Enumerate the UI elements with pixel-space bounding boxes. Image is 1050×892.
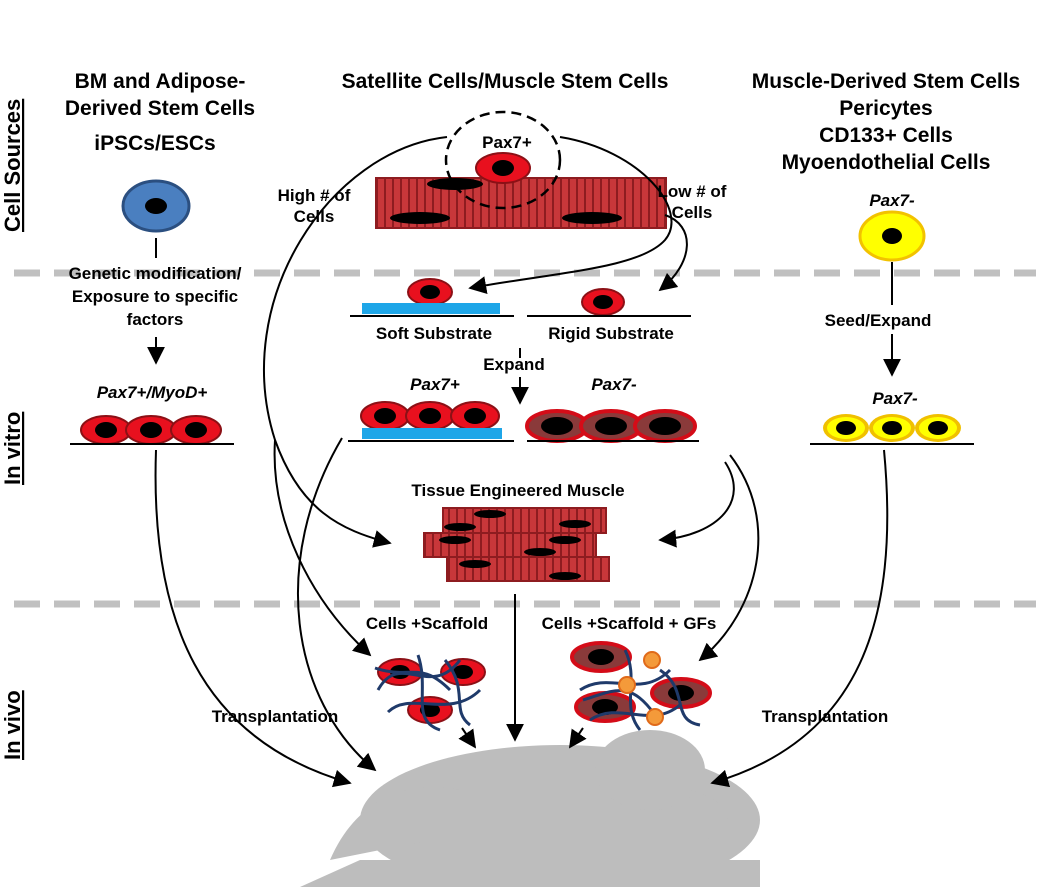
arrow-low-to-rigid [658,214,688,292]
label-genetic-line1: Genetic modification/ [69,264,242,283]
label-high-cells-line2: Cells [294,207,335,226]
label-pax7-negative-mid: Pax7- [591,375,637,394]
label-transplantation-right: Transplantation [762,707,889,726]
rigid-expanded-cells [525,409,699,443]
arrow-soft-to-mouse [297,437,377,772]
label-expand: Expand [483,355,544,374]
arrow-low-to-soft [468,136,673,295]
section-label-in-vitro: In vitro [0,412,25,485]
label-soft-substrate: Soft Substrate [376,324,492,343]
section-in-vitro: In vitro [0,412,25,485]
label-cells-scaffold: Cells +Scaffold [366,614,488,633]
mouse-silhouette [300,730,760,892]
cells-scaffold [374,654,486,732]
source-left-line1: BM and Adipose- [75,70,246,93]
muscle-fiber-top [375,177,667,229]
section-label-cell-sources: Cell Sources [0,99,25,232]
source-left-line2: Derived Stem Cells [65,97,255,120]
soft-substrate-group [350,278,514,317]
arrow-left-transplant [154,449,352,788]
label-high-cells-line1: High # of [278,186,351,205]
right-yellow-cells [810,414,974,445]
source-right-line2: Pericytes [839,97,932,120]
arrow-rigid-to-gf-scaffold [698,454,760,662]
label-pax7-positive-top: Pax7+ [482,133,532,152]
source-right-line3: CD133+ Cells [819,124,953,147]
section-in-vivo: In vivo [0,690,25,760]
source-right-line4: Myoendothelial Cells [782,151,991,174]
left-red-cells [70,415,234,445]
arrow-high-to-tissue [263,136,448,548]
arrow-right-transplant [710,449,889,788]
blue-stem-cell [121,179,191,233]
section-label-in-vivo: In vivo [0,690,25,760]
satellite-highlight-circle [444,110,562,210]
arrow-rigid-to-tissue [658,461,735,548]
label-pax7-positive-mid: Pax7+ [410,375,460,394]
label-pax7-myod: Pax7+/MyoD+ [97,383,208,402]
rigid-substrate-group [527,288,691,317]
label-genetic-line3: factors [127,310,184,329]
label-genetic-line2: Exposure to specific [72,287,238,306]
label-seed-expand: Seed/Expand [825,311,932,330]
label-low-cells-line2: Cells [672,203,713,222]
cells-scaffold-gfs [570,641,712,731]
label-pax7-negative-right-mid: Pax7- [872,389,918,408]
label-tissue-engineered: Tissue Engineered Muscle [411,481,624,500]
label-transplantation-left: Transplantation [212,707,339,726]
source-middle: Satellite Cells/Muscle Stem Cells [342,70,669,93]
label-rigid-substrate: Rigid Substrate [548,324,674,343]
label-pax7-negative-right-top: Pax7- [869,191,915,210]
arrow-high-to-scaffold [273,439,372,657]
label-cells-scaffold-gfs: Cells +Scaffold + GFs [542,614,717,633]
source-left-line3: iPSCs/ESCs [94,132,215,155]
satellite-cell [475,152,531,184]
yellow-stem-cell [858,210,926,262]
source-right-line1: Muscle-Derived Stem Cells [752,70,1020,93]
label-low-cells-line1: Low # of [658,182,727,201]
section-cell-sources: Cell Sources [0,99,25,232]
tissue-engineered-muscle [423,507,610,582]
soft-expanded-cells [348,401,514,442]
